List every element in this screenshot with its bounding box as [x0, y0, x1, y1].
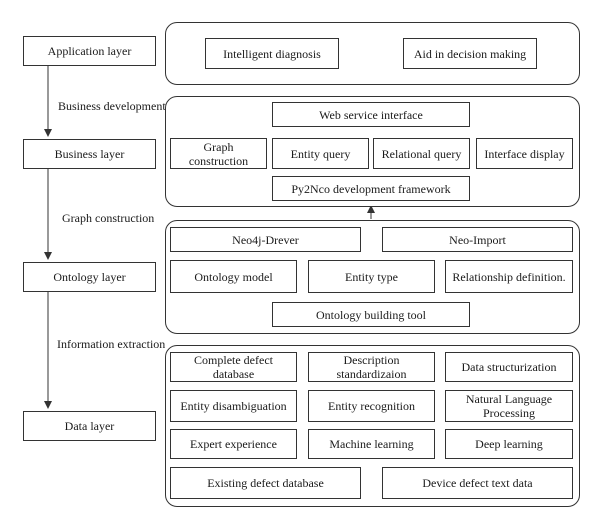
business-development-label: Business development	[58, 99, 166, 113]
complete-defect-database-box: Complete defect database	[170, 352, 297, 382]
application-layer-box: Application layer	[23, 36, 156, 66]
ontology-model-box: Ontology model	[170, 260, 297, 293]
ontology-building-tool-box: Ontology building tool	[272, 302, 470, 327]
ontology-layer-box: Ontology layer	[23, 262, 156, 292]
neo4j-driver-box: Neo4j-Drever	[170, 227, 361, 252]
entity-disambiguation-box: Entity disambiguation	[170, 390, 297, 422]
machine-learning-box: Machine learning	[308, 429, 435, 459]
device-defect-text-box: Device defect text data	[382, 467, 573, 499]
graph-construction-label: Graph construction	[62, 211, 155, 225]
expert-experience-box: Expert experience	[170, 429, 297, 459]
existing-defect-database-box: Existing defect database	[170, 467, 361, 499]
aid-decision-box: Aid in decision making	[403, 38, 537, 69]
data-structurization-box: Data structurization	[445, 352, 573, 382]
nlp-box: Natural Language Processing	[445, 390, 573, 422]
web-service-interface-box: Web service interface	[272, 102, 470, 127]
business-layer-box: Business layer	[23, 139, 156, 169]
entity-type-box: Entity type	[308, 260, 435, 293]
graph-construction-box: Graph construction	[170, 138, 267, 169]
relationship-definition-box: Relationship definition.	[445, 260, 573, 293]
neo-import-box: Neo-Import	[382, 227, 573, 252]
deep-learning-box: Deep learning	[445, 429, 573, 459]
information-extraction-label: Information extraction	[57, 337, 166, 351]
description-standardization-box: Description standardizaion	[308, 352, 435, 382]
py2nco-framework-box: Py2Nco development framework	[272, 176, 470, 201]
data-layer-box: Data layer	[23, 411, 156, 441]
entity-recognition-box: Entity recognition	[308, 390, 435, 422]
interface-display-box: Interface display	[476, 138, 573, 169]
relational-query-box: Relational query	[373, 138, 470, 169]
intelligent-diagnosis-box: Intelligent diagnosis	[205, 38, 339, 69]
entity-query-box: Entity query	[272, 138, 369, 169]
